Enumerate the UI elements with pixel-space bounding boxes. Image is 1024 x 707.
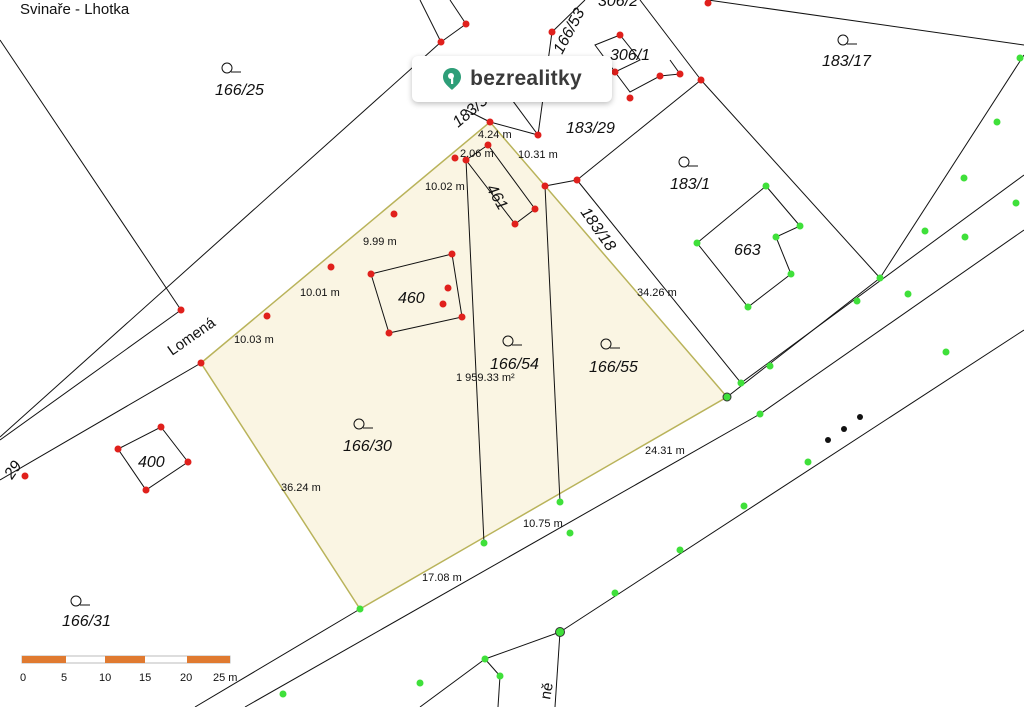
bezrealitky-logo[interactable]: bezrealitky bbox=[412, 56, 612, 102]
measurement: 9.99 m bbox=[363, 236, 397, 248]
parcel-symbols bbox=[70, 34, 857, 607]
measurement: 17.08 m bbox=[422, 572, 462, 584]
measurement: 10.31 m bbox=[518, 149, 558, 161]
parcel-label[interactable]: 183/17 bbox=[822, 53, 872, 70]
building-label[interactable]: 663 bbox=[734, 242, 761, 259]
building-label[interactable]: 460 bbox=[398, 290, 425, 307]
area-value: 1 959.33 m² bbox=[456, 372, 515, 384]
survey-points-green bbox=[279, 54, 1024, 698]
street-label-lomena[interactable]: Lomená bbox=[165, 314, 220, 359]
parcel-label[interactable]: 166/54 bbox=[490, 356, 539, 373]
scale-bar: 0 5 10 15 20 25 m bbox=[20, 655, 237, 684]
logo-text: bezrealitky bbox=[470, 67, 582, 90]
measurement: 10.01 m bbox=[300, 287, 340, 299]
building-label[interactable]: 400 bbox=[138, 454, 165, 471]
parcel-label[interactable]: 166/25 bbox=[215, 82, 264, 99]
measurement: 24.31 m bbox=[645, 445, 685, 457]
measurement: 34.26 m bbox=[637, 287, 677, 299]
parcel-label[interactable]: 183/29 bbox=[566, 120, 615, 137]
measurement: 10.03 m bbox=[234, 334, 274, 346]
measurement: 2.06 m bbox=[460, 148, 494, 160]
parcel-label[interactable]: 166/31 bbox=[62, 613, 111, 630]
parcel-label[interactable]: 306/2 bbox=[598, 0, 638, 10]
measurement: 4.24 m bbox=[478, 129, 512, 141]
street-label-fragment: ně bbox=[537, 681, 557, 700]
selected-parcel-area[interactable] bbox=[200, 120, 729, 611]
scale-tick: 10 bbox=[99, 672, 111, 684]
scale-tick: 25 m bbox=[213, 672, 237, 684]
measurement: 10.02 m bbox=[425, 181, 465, 193]
parcel-label-fragment: 29 bbox=[1, 458, 26, 483]
parcel-label[interactable]: 306/1 bbox=[610, 47, 650, 64]
scale-tick: 5 bbox=[61, 672, 67, 684]
parcel-label[interactable]: 166/53 bbox=[551, 6, 589, 57]
measurement: 36.24 m bbox=[281, 482, 321, 494]
scale-tick: 15 bbox=[139, 672, 151, 684]
scale-tick: 0 bbox=[20, 672, 26, 684]
key-pin-icon bbox=[443, 68, 462, 90]
parcel-label[interactable]: 183/1 bbox=[670, 176, 710, 193]
parcel-label[interactable]: 166/30 bbox=[343, 438, 392, 455]
area-label: Svinaře - Lhotka bbox=[20, 1, 130, 18]
measurement: 10.75 m bbox=[523, 518, 563, 530]
parcel-label[interactable]: 166/55 bbox=[589, 359, 638, 376]
survey-points-red bbox=[21, 0, 712, 494]
scale-tick: 20 bbox=[180, 672, 192, 684]
